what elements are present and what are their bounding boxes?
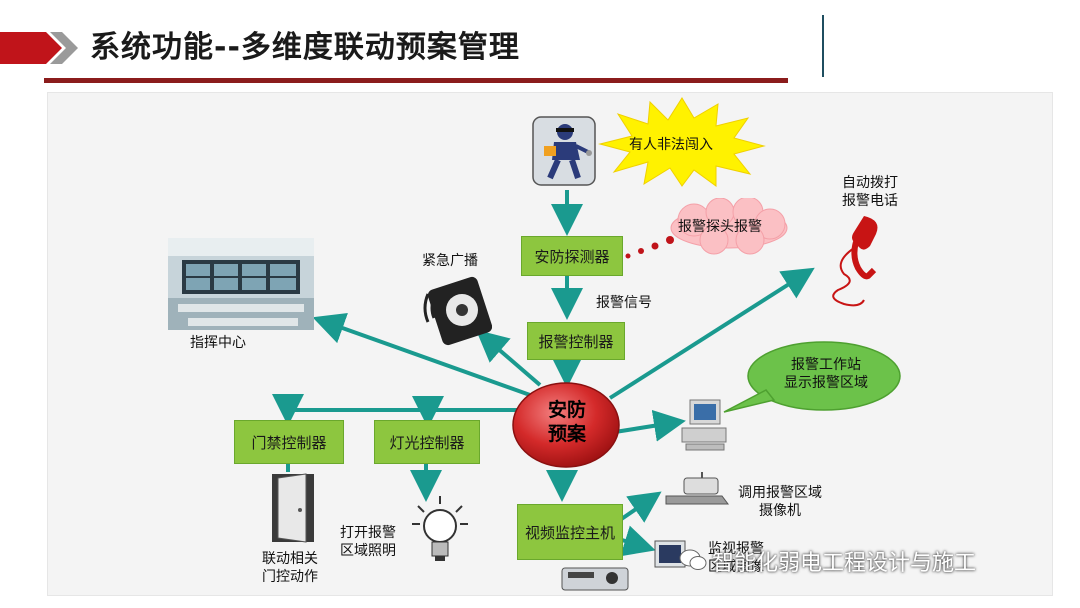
signal-label: 报警信号 — [596, 295, 652, 311]
watermark-text: 智能化弱电工程设计与施工 — [712, 551, 977, 576]
cloud-bubble-icon — [670, 198, 788, 255]
auto-dial-line1: 自动拨打 — [842, 175, 898, 191]
light-action-line2: 区域照明 — [340, 543, 396, 559]
door-action-line2: 门控动作 — [262, 569, 318, 585]
video-host-box: 视频监控主机 — [517, 504, 623, 560]
monitor-label: 监视报警 区域图像 — [708, 540, 764, 576]
detector-box: 安防探测器 — [521, 236, 623, 276]
light-action-label: 打开报警 区域照明 — [340, 524, 396, 560]
header: 系统功能--多维度联动预案管理 — [0, 0, 1080, 90]
title-underline — [44, 78, 788, 83]
arrow-center-to-door — [272, 394, 520, 426]
camera-label: 调用报警区域 摄像机 — [738, 484, 822, 520]
computer-icon — [681, 399, 727, 451]
alert-burst-icon — [598, 97, 766, 187]
arrow-center-to-workstation — [614, 409, 686, 442]
arrow-center-to-command — [312, 313, 531, 397]
door-action-line1: 联动相关 — [262, 551, 318, 567]
intruder-icon — [532, 116, 596, 186]
auto-dial-line2: 报警电话 — [842, 193, 898, 209]
arrow-video-to-camera — [618, 491, 662, 523]
title-chevron-icon — [0, 32, 78, 64]
door-action-label: 联动相关 门控动作 — [262, 550, 318, 586]
door-icon — [272, 473, 314, 543]
monitor-label-line1: 监视报警 — [708, 541, 764, 557]
cloud-text: 报警探头报警 — [678, 219, 762, 235]
plan-center-line1: 安防 — [547, 399, 586, 421]
workstation-bubble-icon — [723, 341, 901, 413]
speaker-icon — [423, 276, 492, 346]
arrow-center-to-phone — [608, 267, 815, 400]
monitor-icon — [654, 540, 686, 568]
header-divider — [822, 15, 824, 77]
arrow-center-to-broadcast — [475, 329, 542, 387]
arrow-video-to-monitor — [620, 525, 656, 557]
alarm-controller-box: 报警控制器 — [527, 322, 625, 360]
plan-center-line2: 预案 — [547, 423, 586, 445]
workstation-line2: 显示报警区域 — [784, 375, 868, 391]
workstation-bubble-text: 报警工作站 显示报警区域 — [776, 356, 876, 392]
wechat-icon — [679, 549, 707, 570]
auto-dial-label: 自动拨打 报警电话 — [842, 174, 898, 210]
camera-label-line1: 调用报警区域 — [738, 485, 822, 501]
dotted-connector — [625, 236, 674, 259]
command-center-label: 指挥中心 — [190, 335, 246, 351]
command-center-image — [168, 238, 314, 330]
phone-handset-icon — [832, 216, 878, 307]
broadcast-label: 紧急广播 — [422, 253, 478, 269]
page-title: 系统功能--多维度联动预案管理 — [90, 30, 520, 65]
plan-center-label: 安防 预案 — [525, 398, 609, 446]
trigger-bubble-text: 有人非法闯入 — [629, 137, 713, 153]
door-controller-box: 门禁控制器 — [234, 420, 344, 464]
light-controller-box: 灯光控制器 — [374, 420, 480, 464]
camera-icon — [665, 472, 729, 505]
plan-center-ellipse — [512, 382, 620, 468]
light-bulb-icon — [412, 496, 468, 561]
camera-label-line2: 摄像机 — [759, 503, 801, 519]
workstation-line1: 报警工作站 — [791, 357, 861, 373]
keyboard-controller-icon — [561, 567, 629, 591]
light-action-line1: 打开报警 — [340, 525, 396, 541]
monitor-label-line2: 区域图像 — [708, 559, 764, 575]
